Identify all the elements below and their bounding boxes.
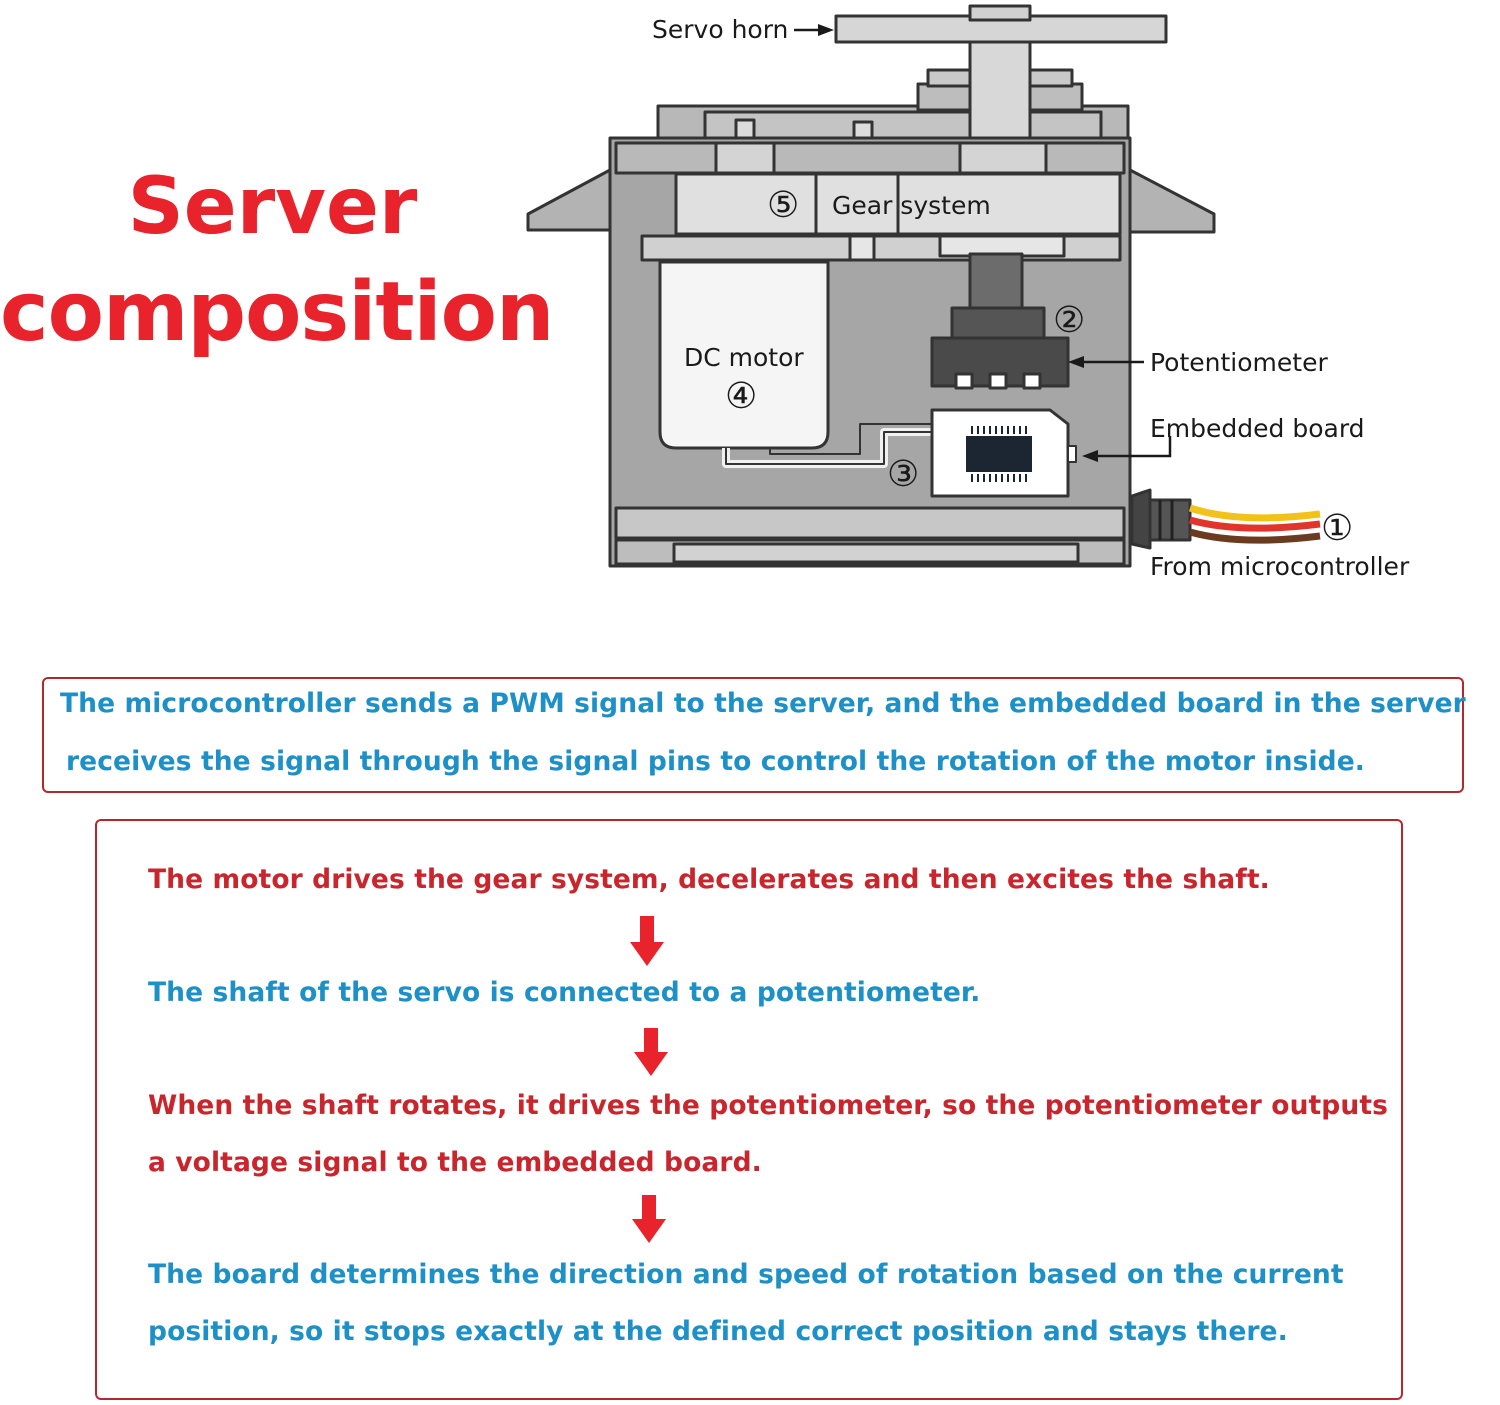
potentiometer-arrowhead: [1068, 356, 1084, 368]
horn-hub: [968, 4, 1032, 22]
pot-pin-2: [988, 372, 1008, 390]
servo-horn-arrowhead: [818, 24, 834, 36]
process-box: [95, 819, 1403, 1400]
wire-yellow: [1188, 504, 1321, 522]
base-plate: [614, 506, 1126, 540]
step-3-line-2: a voltage signal to the embedded board.: [148, 1147, 762, 1178]
potentiometer-shaft: [968, 252, 1024, 312]
intro-line-1: The microcontroller sends a PWM signal t…: [60, 688, 1466, 719]
upper-plate: [614, 141, 1126, 175]
down-arrow-icon: [630, 916, 664, 966]
step-3-line-1: When the shaft rotates, it drives the po…: [148, 1090, 1388, 1121]
upper-plate-block-right: [958, 141, 1048, 175]
cable-connector: [1130, 488, 1152, 550]
cable-strain-relief: [1148, 498, 1192, 542]
wire-brown: [1189, 528, 1321, 544]
left-mounting-flange: [526, 168, 612, 232]
marker-4: ④: [725, 376, 757, 417]
title-line-2: composition: [0, 265, 554, 360]
down-arrow-icon: [632, 1195, 666, 1243]
potentiometer-collar: [950, 306, 1046, 340]
step-4-line-1: The board determines the direction and s…: [148, 1259, 1344, 1290]
embedded-board-leader: [1094, 436, 1172, 458]
gear-lower-block: [848, 234, 876, 262]
motor-wire-2: [769, 423, 932, 455]
title-line-1: Server: [127, 162, 418, 252]
label-embedded-board: Embedded board: [1150, 414, 1365, 443]
upper-plate-block-left: [714, 141, 776, 175]
label-dc-motor: DC motor: [684, 343, 804, 372]
wire-red: [1189, 516, 1321, 532]
embedded-board-arrowhead: [1082, 450, 1098, 462]
output-shaft: [968, 34, 1032, 148]
dc-motor: [658, 260, 830, 450]
label-gear-system: Gear system: [832, 191, 991, 220]
right-mounting-flange: [1128, 168, 1216, 234]
marker-3: ③: [887, 454, 919, 495]
board-chip: [966, 436, 1032, 472]
step-2-text: The shaft of the servo is connected to a…: [148, 977, 981, 1008]
bottom-plate-inner: [672, 542, 1080, 564]
label-potentiometer: Potentiometer: [1150, 348, 1328, 377]
marker-2: ②: [1053, 300, 1085, 341]
pot-pin-1: [954, 372, 974, 390]
label-from-microcontroller: From microcontroller: [1150, 552, 1410, 581]
label-servo-horn: Servo horn: [652, 15, 788, 44]
marker-1: ①: [1321, 508, 1353, 549]
intro-line-2: receives the signal through the signal p…: [66, 746, 1365, 777]
intro-box: [42, 677, 1464, 793]
step-1-text: The motor drives the gear system, decele…: [148, 864, 1270, 895]
top-cap-inner: [703, 110, 1103, 142]
pot-pin-3: [1022, 372, 1042, 390]
board-connector: [1067, 445, 1077, 463]
down-arrow-icon: [634, 1028, 668, 1076]
servo-diagram: Servo horn Gear system DC motor Potentio…: [526, 4, 1410, 581]
step-4-line-2: position, so it stops exactly at the def…: [148, 1316, 1288, 1347]
marker-5: ⑤: [767, 185, 799, 226]
